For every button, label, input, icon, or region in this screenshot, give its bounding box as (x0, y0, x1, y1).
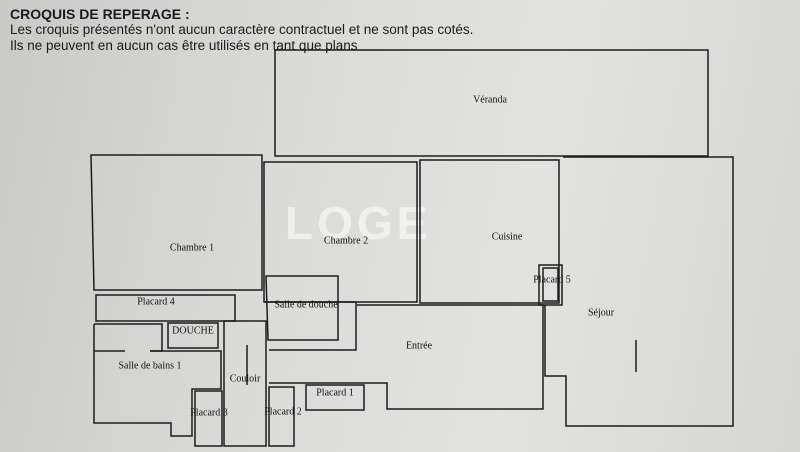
room-placard5: Placard 5 (533, 274, 571, 286)
cuisine-outline (419, 159, 560, 304)
placard5-outline (538, 264, 563, 306)
sejour-outline (544, 156, 734, 427)
disclaimer-line-2: Ils ne peuvent en aucun cas être utilisé… (10, 38, 358, 53)
room-placard1: Placard 1 (316, 387, 354, 399)
placard2-outline (268, 386, 295, 447)
chambre1-outline (90, 154, 263, 291)
room-douche: DOUCHE (172, 325, 214, 337)
placard4-outline (95, 294, 236, 322)
room-placard3: Placard 3 (190, 407, 228, 419)
disclaimer-line-1: Les croquis présentés n'ont aucun caract… (10, 22, 474, 37)
placard1-outline (305, 384, 365, 411)
room-veranda: Véranda (473, 94, 507, 106)
placard3-outline (194, 390, 223, 447)
room-entree: Entrée (405, 340, 433, 352)
room-chambre2: Chambre 2 (323, 235, 369, 247)
room-placard2: Placard 2 (264, 406, 302, 418)
couloir-outline (223, 320, 267, 447)
entree-outline (269, 304, 544, 410)
room-sejour: Séjour (587, 307, 615, 319)
room-cuisine: Cuisine (491, 231, 523, 243)
room-couloir: Couloir (229, 373, 261, 385)
room-placard4: Placard 4 (137, 296, 175, 308)
salle-de-bains1-outline (93, 324, 222, 437)
room-chambre1: Chambre 1 (169, 242, 215, 254)
room-salle-de-bains1: Salle de bains 1 (118, 360, 182, 372)
plan-header: CROQUIS DE REPERAGE : Les croquis présen… (10, 6, 473, 54)
douche-outline (167, 322, 219, 349)
chambre2-outline (263, 161, 418, 303)
salle-de-douche-outline (265, 275, 339, 341)
page-title: CROQUIS DE REPERAGE : (10, 6, 190, 22)
room-salle-de-douche: Salle de douche (274, 299, 338, 311)
watermark: LOGE (285, 197, 432, 249)
veranda-outline (274, 49, 709, 157)
